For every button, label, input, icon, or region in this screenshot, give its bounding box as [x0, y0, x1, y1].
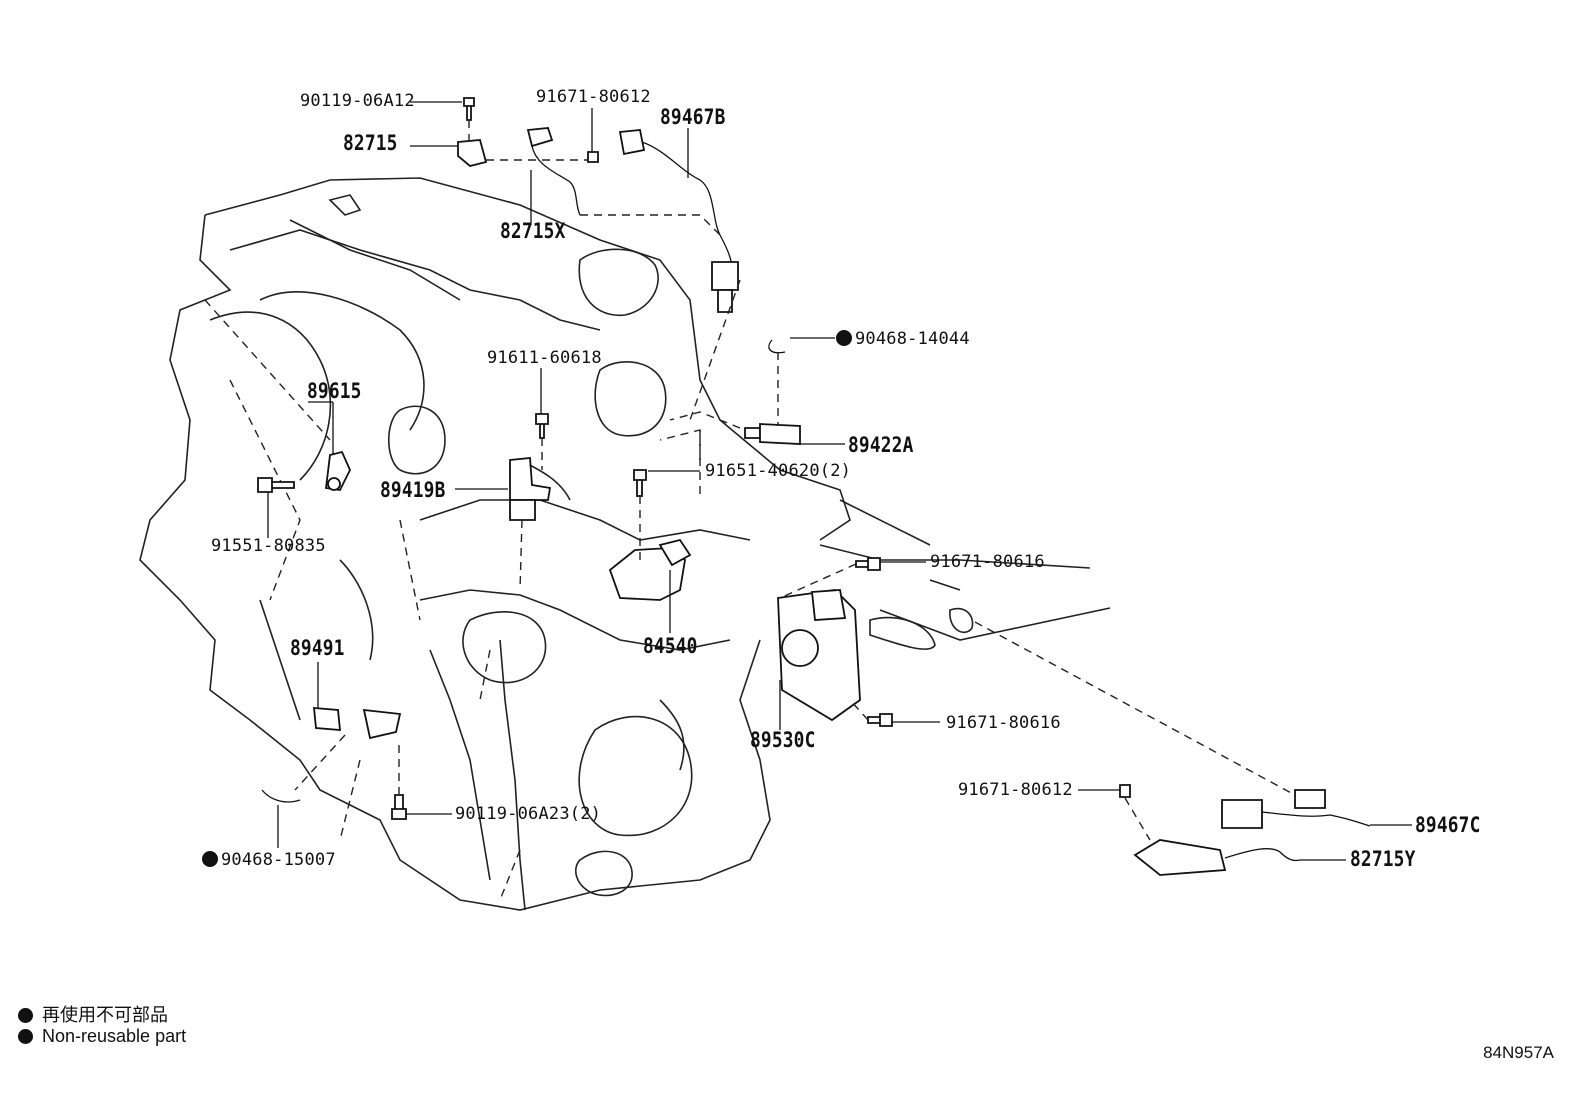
part-label-89615: 89615	[307, 379, 362, 403]
part-label-82715Y: 82715Y	[1350, 847, 1416, 871]
part-label-91671-80612-bottom: 91671-80612	[958, 780, 1073, 800]
part-label-91651-40620: 91651-40620(2)	[705, 461, 852, 481]
non-reusable-marker-icon	[202, 851, 218, 867]
legend-english-text: Non-reusable part	[42, 1026, 187, 1046]
part-label-90468-15007: 90468-15007	[202, 851, 336, 869]
filled-circle-icon	[18, 1029, 33, 1044]
part-label-89422A: 89422A	[848, 433, 914, 457]
part-number-text: 90468-15007	[221, 850, 336, 870]
part-label-89530C: 89530C	[750, 728, 816, 752]
legend-english: Non-reusable part	[18, 1026, 186, 1047]
part-label-90468-14044: 90468-14044	[836, 330, 970, 348]
part-label-89467C: 89467C	[1415, 813, 1481, 837]
part-shapes	[257, 97, 1371, 876]
part-label-91551-80835: 91551-80835	[211, 536, 326, 556]
part-label-82715: 82715	[343, 131, 398, 155]
part-label-90119-06A12: 90119-06A12	[300, 91, 415, 111]
part-label-82715X: 82715X	[500, 219, 566, 243]
part-label-91671-80616-upper: 91671-80616	[930, 552, 1045, 572]
part-label-89419B: 89419B	[380, 478, 446, 502]
part-label-84540: 84540	[643, 634, 698, 658]
diagram-code: 84N957A	[1483, 1043, 1554, 1062]
part-label-91611-60618: 91611-60618	[487, 348, 602, 368]
part-number-text: 90468-14044	[855, 329, 970, 349]
part-label-89467B: 89467B	[660, 105, 726, 129]
leader-lines	[267, 101, 1412, 861]
part-label-89491: 89491	[290, 636, 345, 660]
engine-outline	[139, 177, 1111, 911]
legend-japanese: 再使用不可部品	[18, 1001, 168, 1027]
filled-circle-icon	[18, 1008, 33, 1023]
legend-japanese-text: 再使用不可部品	[42, 1005, 168, 1025]
non-reusable-marker-icon	[836, 330, 852, 346]
part-label-91671-80612-top: 91671-80612	[536, 87, 651, 107]
assembly-lines	[294, 120, 1296, 841]
part-label-91671-80616-lower: 91671-80616	[946, 713, 1061, 733]
part-label-90119-06A23: 90119-06A23(2)	[455, 804, 602, 824]
